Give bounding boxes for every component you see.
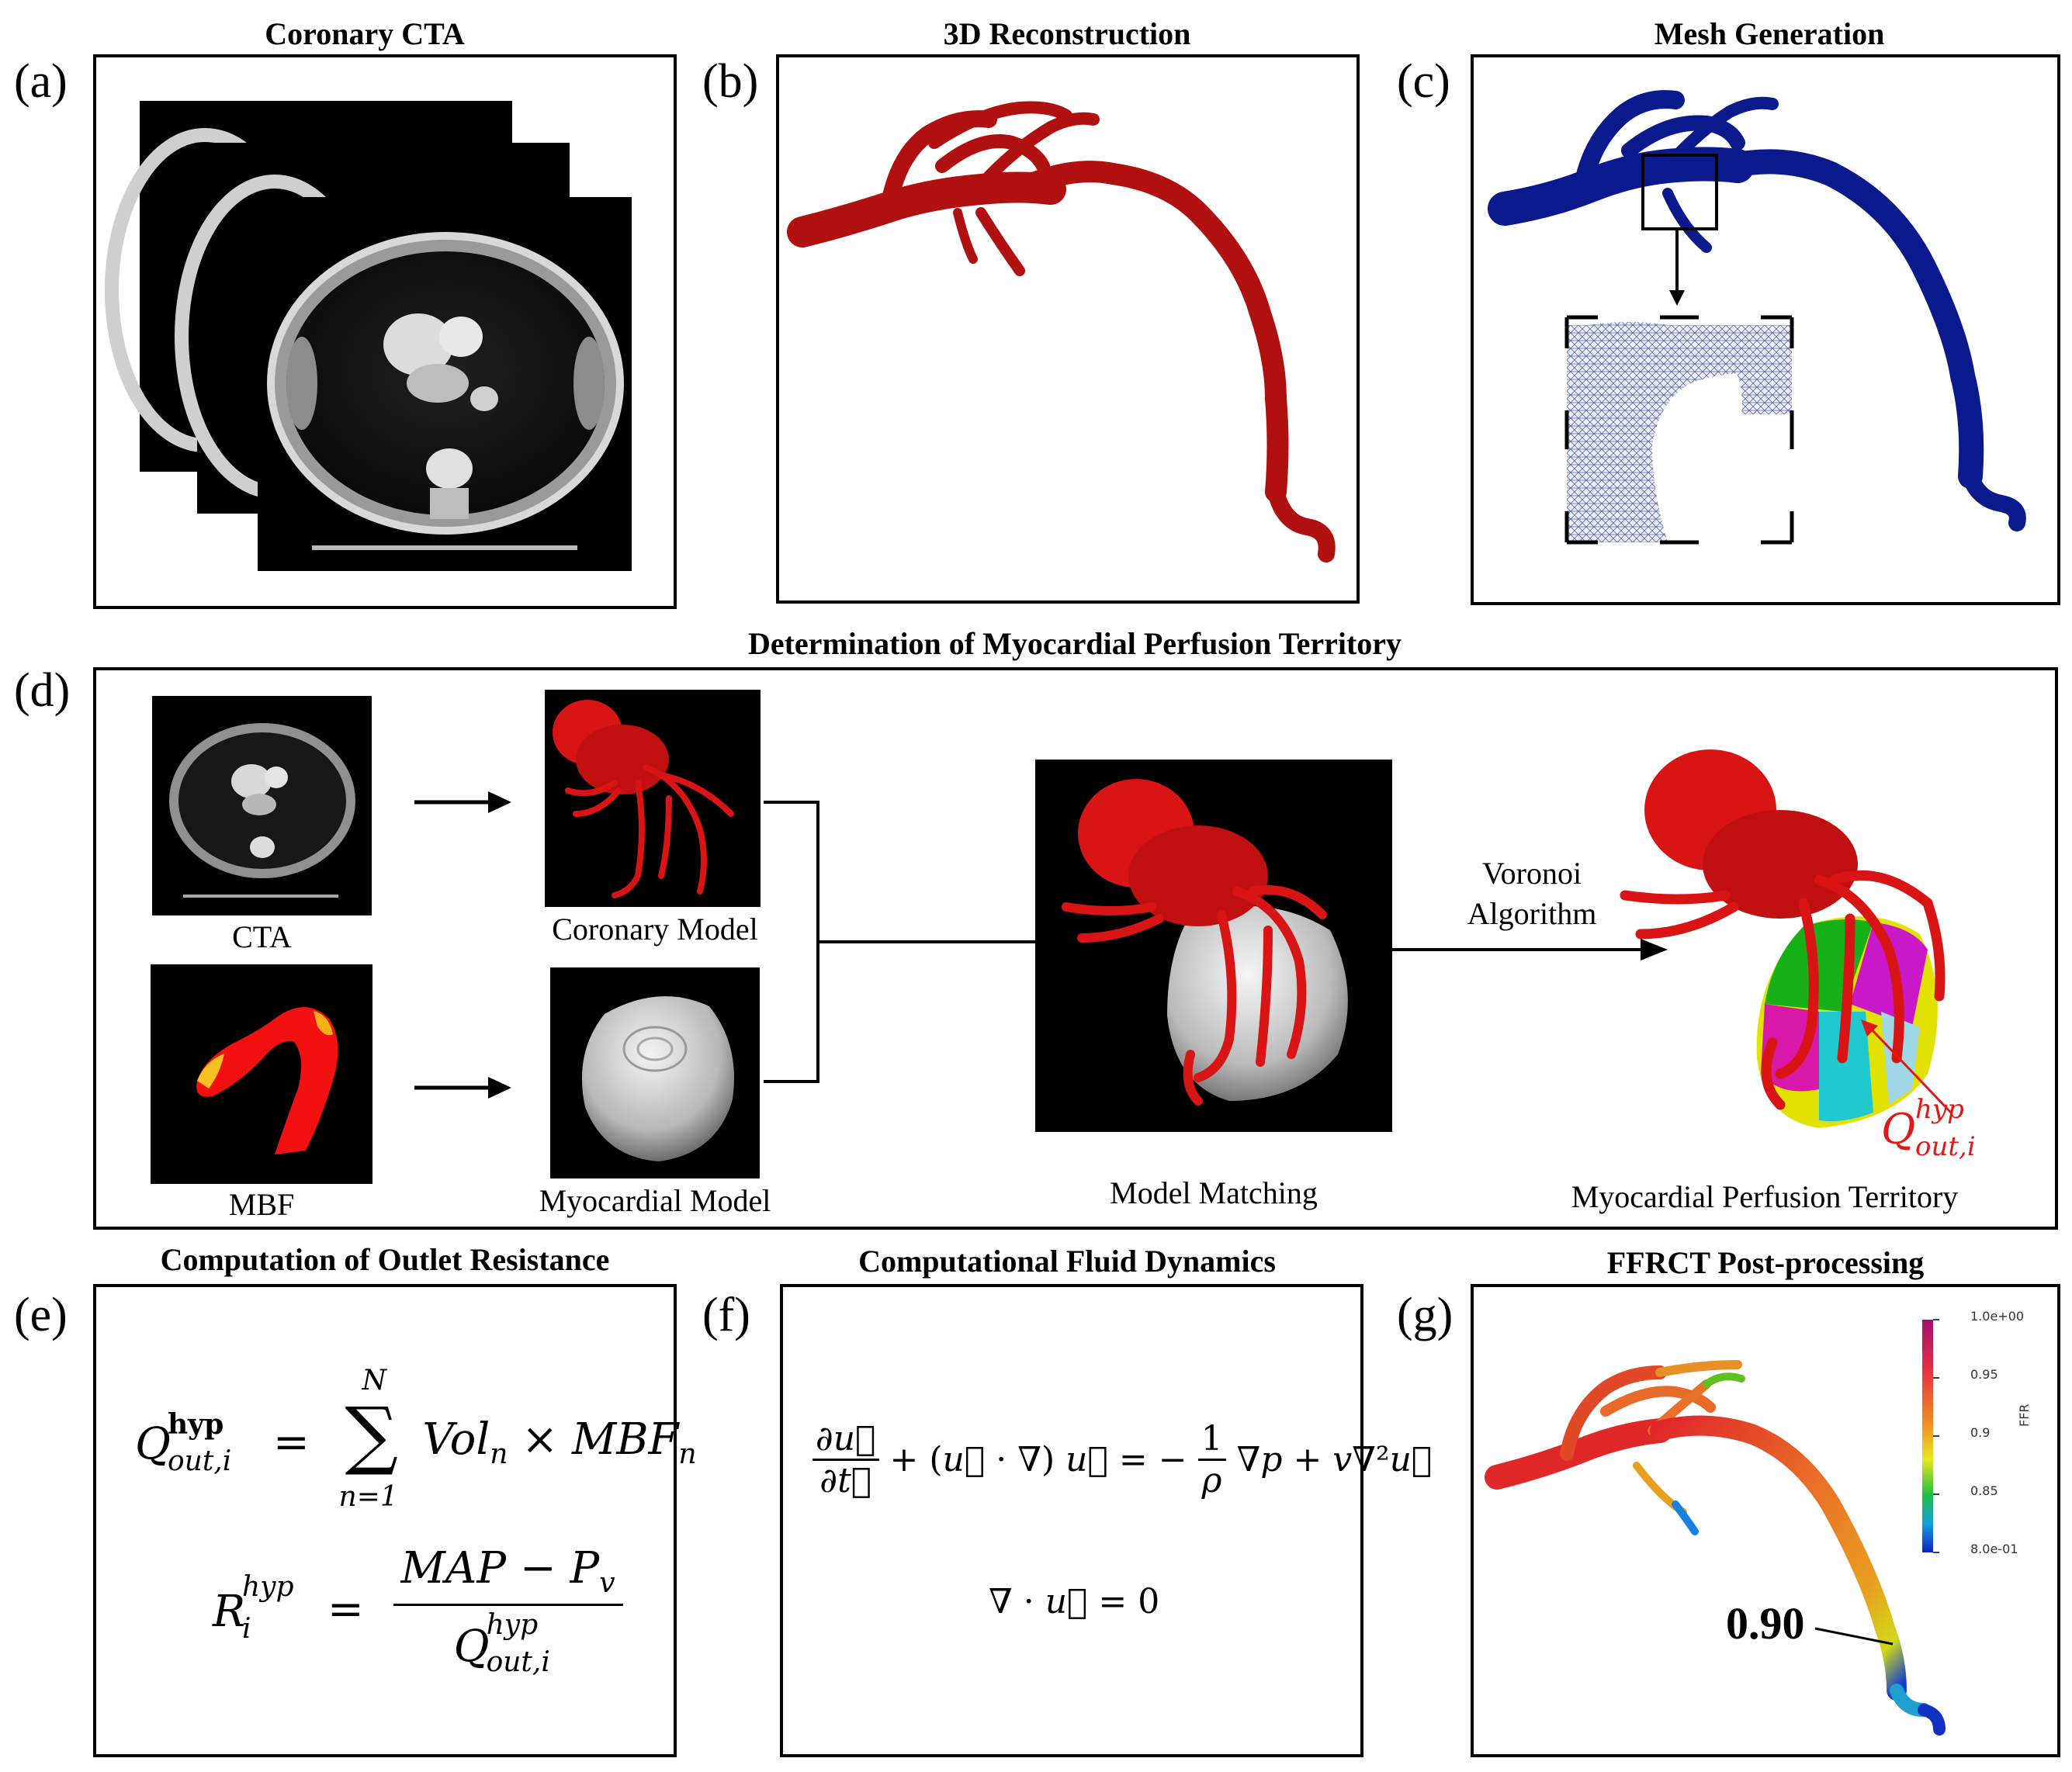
voronoi-label-line2: Algorithm (1467, 896, 1597, 931)
q-superscript: hyp (1915, 1094, 1964, 1125)
panel-f-label: (f) (702, 1289, 750, 1341)
mbf-to-myocardial-arrow (414, 1077, 511, 1099)
ffrct-colored-vessel (1485, 1319, 1946, 1736)
voronoi-arrow (1392, 939, 1668, 960)
continuity-equation: ∇ · u⃗ = 0 (989, 1582, 1160, 1621)
panel-c (1471, 54, 2060, 605)
panel-b (776, 54, 1360, 604)
outlet-flow-equation: Q hyp out,i = N ∑ n=1 Voln × MBFn (135, 1365, 697, 1513)
panel-f-title: Computational Fluid Dynamics (858, 1244, 1276, 1279)
territory-caption: Myocardial Perfusion Territory (1571, 1179, 1959, 1214)
panel-d: CTA MBF Coronary (93, 667, 2058, 1230)
mesh-vessel-model (1488, 90, 2026, 545)
colorbar-tick-2: 0.95 (1970, 1367, 1998, 1382)
q-annotation-arrow (1861, 1019, 1952, 1114)
cta-to-coronary-arrow (414, 791, 511, 813)
panel-a (93, 54, 677, 609)
ct-slice-stack (105, 101, 632, 571)
colorbar-tick-4: 0.85 (1970, 1483, 1998, 1498)
mbf-thumbnail (151, 964, 372, 1184)
panel-d-title: Determination of Myocardial Perfusion Te… (747, 626, 1402, 661)
cta-caption: CTA (232, 919, 292, 954)
q-subscript: out,i (1915, 1131, 1976, 1162)
panel-b-title: 3D Reconstruction (943, 16, 1191, 51)
panel-b-label: (b) (702, 55, 759, 108)
mbf-caption: MBF (228, 1187, 295, 1222)
colorbar-axis-title: FFR (2017, 1403, 2032, 1427)
q-hyp-out-annotation: Q hyp out,i (1881, 1094, 2052, 1167)
myocardial-model-caption: Myocardial Model (539, 1183, 771, 1218)
colorbar-tick-3: 0.9 (1970, 1425, 1991, 1440)
panel-g: 1.0e+00 0.95 0.9 0.85 8.0e-01 FFR 0.90 (1471, 1284, 2060, 1757)
model-matching-image (1035, 760, 1392, 1132)
panel-c-label: (c) (1397, 55, 1450, 108)
coronary-model-caption: Coronary Model (552, 912, 758, 947)
colorbar-tick-1: 1.0e+00 (1970, 1309, 2025, 1324)
q-symbol: Q (1881, 1105, 1916, 1154)
panel-e-title: Computation of Outlet Resistance (160, 1242, 610, 1277)
model-matching-caption: Model Matching (1110, 1175, 1318, 1210)
colorbar-tick-5: 8.0e-01 (1970, 1542, 2018, 1556)
panel-e: Q hyp out,i = N ∑ n=1 Voln × MBFn R hyp … (93, 1284, 697, 1757)
panel-d-label: (d) (14, 664, 71, 717)
panel-c-title: Mesh Generation (1654, 16, 1885, 51)
coronary-3d-reconstruction (787, 101, 1336, 562)
outlet-resistance-equation: R hyp i = MAP − Pv Q hyp out,i (213, 1543, 623, 1678)
panel-g-title: FFRCT Post-processing (1606, 1245, 1925, 1280)
coronary-model-image (545, 690, 761, 907)
panel-g-label: (g) (1397, 1289, 1454, 1341)
voronoi-label-line1: Voronoi (1481, 856, 1582, 891)
panel-a-title: Coronary CTA (265, 16, 465, 51)
panel-a-label: (a) (14, 55, 68, 108)
perfusion-territory-model (1620, 749, 1946, 1128)
ffr-value-label: 0.90 (1726, 1598, 1805, 1649)
panel-e-label: (e) (14, 1289, 68, 1341)
myocardial-model-image (550, 967, 760, 1178)
panel-f: ∂u⃗ ∂t⃗ + (u⃗ · ∇) u⃗ = − 1 ρ ∇p + v∇²u⃗… (780, 1284, 1432, 1757)
navier-stokes-equation: ∂u⃗ ∂t⃗ + (u⃗ · ∇) u⃗ = − 1 ρ ∇p + v∇²u⃗ (813, 1419, 1432, 1500)
cta-thumbnail (152, 696, 372, 915)
